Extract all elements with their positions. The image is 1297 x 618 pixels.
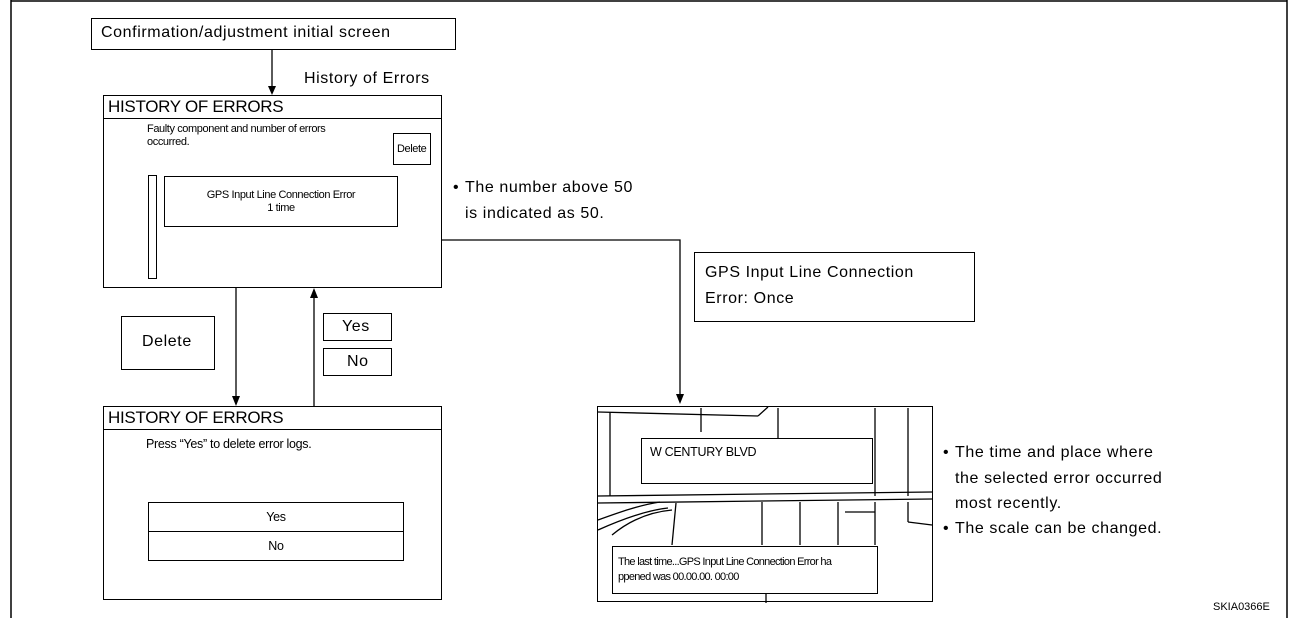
arrowhead-down [268, 86, 276, 95]
error-entry[interactable]: GPS Input Line Connection Error 1 time [164, 176, 398, 227]
street-name-label: W CENTURY BLVD [650, 445, 757, 459]
delete-confirm-screen: HISTORY OF ERRORS Press “Yes” to delete … [103, 406, 442, 600]
street-name-box: W CENTURY BLVD [641, 438, 873, 484]
map-road-curve [611, 509, 673, 536]
history-screen: HISTORY OF ERRORS Faulty component and n… [103, 95, 442, 288]
bullet-icon: • [453, 179, 460, 196]
map-road-curve [597, 501, 661, 521]
map-road-curve [597, 507, 669, 531]
note-above50-line2: is indicated as 50. [465, 205, 605, 222]
yes-action-label: Yes [342, 318, 370, 335]
delete-action-label: Delete [142, 333, 192, 350]
error-entry-line2: 1 time [267, 202, 295, 214]
initial-screen-label: Confirmation/adjustment initial screen [101, 24, 391, 41]
confirm-yes-label: Yes [266, 510, 286, 524]
confirm-yes-button[interactable]: Yes [148, 502, 404, 532]
map-street [597, 491, 933, 497]
map-note-line2: the selected error occurred [955, 470, 1163, 487]
arrowhead-down [676, 394, 684, 404]
confirm-no-label: No [268, 539, 284, 553]
map-screen[interactable]: W CENTURY BLVD The last time...GPS Input… [597, 406, 933, 602]
gps-callout-line1: GPS Input Line Connection [705, 264, 914, 281]
history-screen-desc-line2: occurred. [147, 136, 190, 148]
arrowhead-up [310, 288, 318, 298]
map-street [597, 411, 759, 417]
history-screen-desc-line1: Faulty component and number of errors [147, 123, 326, 135]
bullet-icon: • [943, 520, 950, 537]
map-street [757, 406, 769, 417]
connector-history-to-map [442, 239, 681, 398]
delete-confirm-prompt: Press “Yes” to delete error logs. [146, 437, 312, 451]
info-line2: ppened was 00.00.00. 00:00 [618, 571, 739, 583]
error-entry-line1: GPS Input Line Connection Error [206, 189, 356, 201]
map-streets [597, 406, 933, 603]
history-of-errors-link-label: History of Errors [304, 70, 430, 87]
map-note-line1: The time and place where [955, 444, 1154, 461]
map-street [597, 498, 933, 504]
map-note-line3: most recently. [955, 495, 1062, 512]
delete-button-label: Delete [397, 143, 427, 155]
map-note-line4: The scale can be changed. [955, 520, 1163, 537]
scrollbar[interactable] [148, 175, 157, 279]
delete-confirm-title: HISTORY OF ERRORS [104, 407, 441, 430]
arrowhead-down [232, 396, 240, 406]
delete-button[interactable]: Delete [393, 133, 431, 165]
map-street [907, 521, 933, 526]
initial-screen-box[interactable]: Confirmation/adjustment initial screen [91, 18, 456, 50]
note-above50-line1: The number above 50 [465, 179, 633, 196]
no-action-box[interactable]: No [323, 348, 392, 376]
gps-error-callout: GPS Input Line Connection Error: Once [694, 252, 975, 322]
yes-action-box[interactable]: Yes [323, 313, 392, 341]
history-screen-title: HISTORY OF ERRORS [104, 96, 441, 119]
info-line1: The last time...GPS Input Line Connectio… [618, 556, 832, 568]
no-action-label: No [347, 353, 369, 370]
gps-callout-line2: Error: Once [705, 290, 795, 307]
map-street [671, 502, 677, 546]
confirm-no-button[interactable]: No [148, 531, 404, 561]
last-occurrence-info: The last time...GPS Input Line Connectio… [612, 546, 878, 594]
delete-action-box[interactable]: Delete [121, 316, 215, 370]
figure-id: SKIA0366E [1213, 601, 1270, 613]
bullet-icon: • [943, 444, 950, 461]
